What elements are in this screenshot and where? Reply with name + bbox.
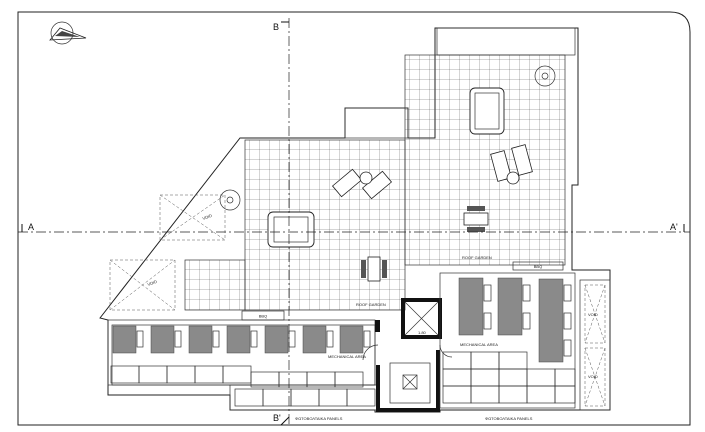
dining-table-right — [463, 206, 489, 232]
mechanical-area-right-label: MECHANICAL AREA — [460, 342, 498, 347]
mechanical-area-left — [107, 319, 379, 411]
mechanical-area-left-label: MECHANICAL AREA — [328, 354, 366, 359]
section-mark-b: B — [273, 22, 279, 32]
sun-loungers-left — [331, 168, 393, 200]
drawing-frame — [17, 11, 691, 426]
bbq-left-label: BBQ — [259, 314, 267, 319]
north-arrow-icon — [49, 21, 87, 45]
roof-garden-tiles-right — [404, 54, 566, 266]
void-right-upper-label: VOID — [588, 312, 598, 317]
roof-garden-label-left: ROOF GARDEN — [356, 302, 386, 307]
top-terrace — [436, 27, 576, 56]
mechanical-area-right — [439, 272, 611, 411]
spiral-stair-right — [534, 65, 556, 87]
stair-lift-core — [362, 298, 453, 412]
pv-panels-right-label: ΦΩΤΟΒΟΛΤΑΙΚΑ PANELS — [485, 416, 533, 421]
void-left-upper-label: VOID — [202, 213, 213, 221]
top-step — [344, 107, 409, 139]
section-mark-a: A — [28, 222, 34, 232]
dining-table-left — [361, 256, 387, 282]
void-left-upper — [159, 194, 226, 241]
void-right-lower-label: VOID — [588, 374, 598, 379]
solar-panels-left — [112, 325, 371, 354]
bbq-right — [512, 261, 564, 271]
spiral-stair-left — [219, 189, 241, 211]
section-mark-b-prime: B' — [273, 413, 281, 423]
solar-panels-right — [458, 277, 572, 363]
lift-dimension: 1.80 — [418, 330, 427, 335]
roof-garden-label-right: ROOF GARDEN — [462, 255, 492, 260]
void-left-lower-label: VOID — [147, 279, 158, 287]
void-right-lower — [584, 347, 606, 407]
section-mark-a-prime: A' — [670, 222, 678, 232]
void-left-lower — [109, 259, 176, 311]
jacuzzi-left — [267, 211, 315, 248]
pv-panels-left-label: ΦΩΤΟΒΟΛΤΑΙΚΑ PANELS — [295, 416, 343, 421]
jacuzzi-right — [469, 87, 505, 135]
sun-loungers-right — [490, 144, 533, 185]
bbq-right-label: BBQ — [534, 264, 542, 269]
roof-garden-tiles-left-lower — [184, 259, 246, 311]
pv-panels-right — [442, 351, 576, 404]
pv-panels-left — [110, 365, 379, 411]
void-right-upper — [584, 284, 606, 344]
